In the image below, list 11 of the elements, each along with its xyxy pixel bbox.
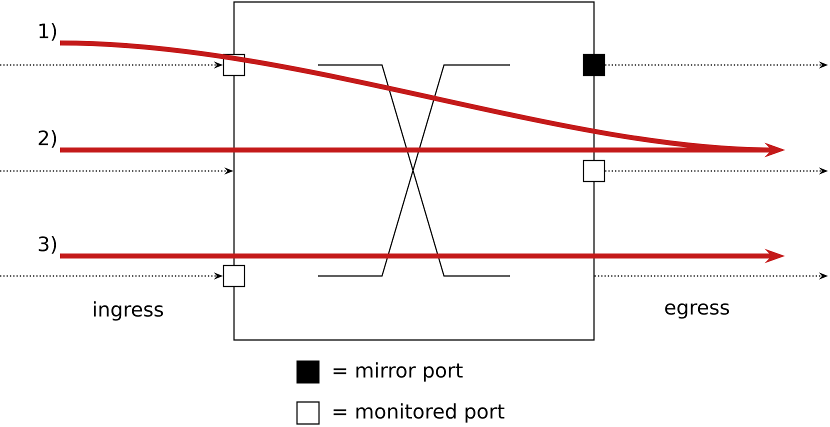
path-number: 2): [38, 130, 56, 148]
path-number: 1): [39, 23, 56, 41]
port-square: [582, 160, 606, 182]
switch-box: [233, 1, 595, 341]
legend-text: = monitored port: [334, 403, 504, 423]
side-label: ingress: [94, 301, 163, 321]
legend-text: = mirror port: [334, 362, 463, 382]
side-label: egress: [665, 303, 729, 319]
port-square: [222, 264, 246, 288]
port-square: [582, 54, 606, 76]
path-number: 3): [38, 236, 56, 254]
